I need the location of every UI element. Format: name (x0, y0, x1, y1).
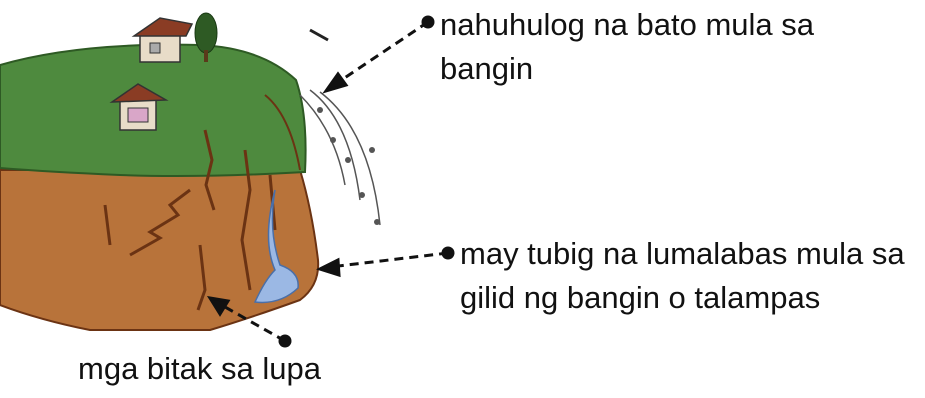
falling-rocks-label: nahuhulog na bato mula sa bangin (440, 3, 814, 91)
rock-icon (317, 107, 323, 113)
rock-icon (374, 219, 380, 225)
falling-rocks (317, 107, 380, 225)
rock-icon (359, 192, 365, 198)
rock-icon (345, 157, 351, 163)
distant-rock-mark (310, 30, 328, 40)
rock-icon (330, 137, 336, 143)
water-seepage-label-line1: may tubig na lumalabas mula sa (460, 232, 905, 276)
falling-rocks-label-line1: nahuhulog na bato mula sa (440, 3, 814, 47)
water-seepage-label-line2: gilid ng bangin o talampas (460, 276, 905, 320)
water-seepage-label: may tubig na lumalabas mula sa gilid ng … (460, 232, 905, 320)
falling-rock-paths (300, 90, 380, 225)
ground-cracks-label-line1: mga bitak sa lupa (78, 347, 321, 391)
ground-cracks-label: mga bitak sa lupa (78, 347, 321, 391)
falling-rocks-label-line2: bangin (440, 47, 814, 91)
rock-icon (369, 147, 375, 153)
